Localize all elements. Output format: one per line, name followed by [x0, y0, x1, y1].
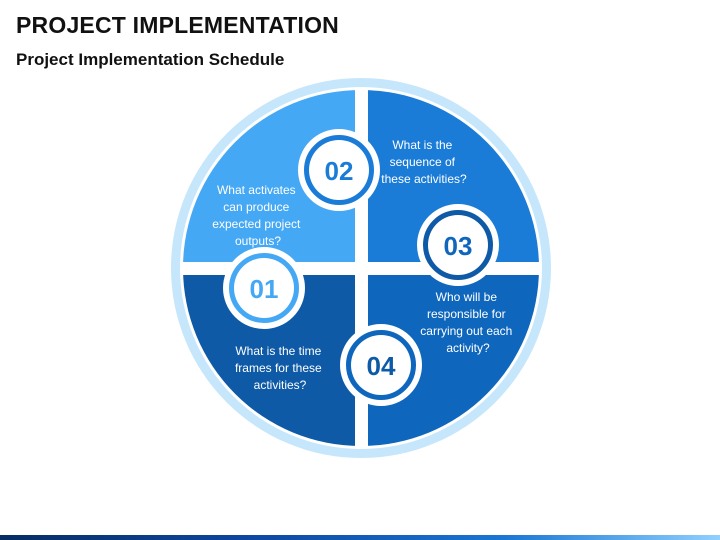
piece-01-text: What activates can produce expected proj…: [212, 183, 303, 248]
piece-02-line-2: sequence of: [390, 155, 456, 169]
bottom-accent-bar: [0, 535, 720, 540]
number-01: 01: [250, 274, 279, 304]
piece-04-line-2: frames for these: [235, 361, 322, 375]
piece-03-line-3: carrying out each: [420, 324, 512, 338]
number-03: 03: [444, 231, 473, 261]
badge-04-circle: [351, 335, 411, 395]
badge-02: 02: [309, 140, 369, 200]
badge-02-circle: [309, 140, 369, 200]
piece-02-line-3: these activities?: [381, 172, 467, 186]
piece-01-line-1: What activates: [217, 183, 296, 197]
piece-01-line-2: can produce: [223, 200, 289, 214]
piece-03-text: Who will be responsible for carrying out…: [420, 290, 515, 355]
piece-03-line-1: Who will be: [436, 290, 498, 304]
number-04: 04: [367, 351, 396, 381]
number-02: 02: [325, 156, 354, 186]
badge-03: 03: [428, 215, 488, 275]
page-subtitle: Project Implementation Schedule: [16, 50, 285, 69]
piece-02-text: What is the sequence of these activities…: [381, 138, 467, 186]
badge-03-circle: [428, 215, 488, 275]
badge-04: 04: [351, 335, 411, 395]
badge-01: 01: [234, 258, 294, 318]
piece-04-text: What is the time frames for these activi…: [235, 344, 325, 392]
badge-01-circle: [234, 258, 294, 318]
piece-03-line-2: responsible for: [427, 307, 506, 321]
page-title: PROJECT IMPLEMENTATION: [16, 12, 339, 38]
piece-03-line-4: activity?: [446, 341, 490, 355]
piece-04-line-3: activities?: [254, 378, 307, 392]
piece-04-line-1: What is the time: [235, 344, 321, 358]
piece-01-line-3: expected project: [212, 217, 301, 231]
piece-01-line-4: outputs?: [235, 234, 281, 248]
piece-02-line-1: What is the: [392, 138, 452, 152]
